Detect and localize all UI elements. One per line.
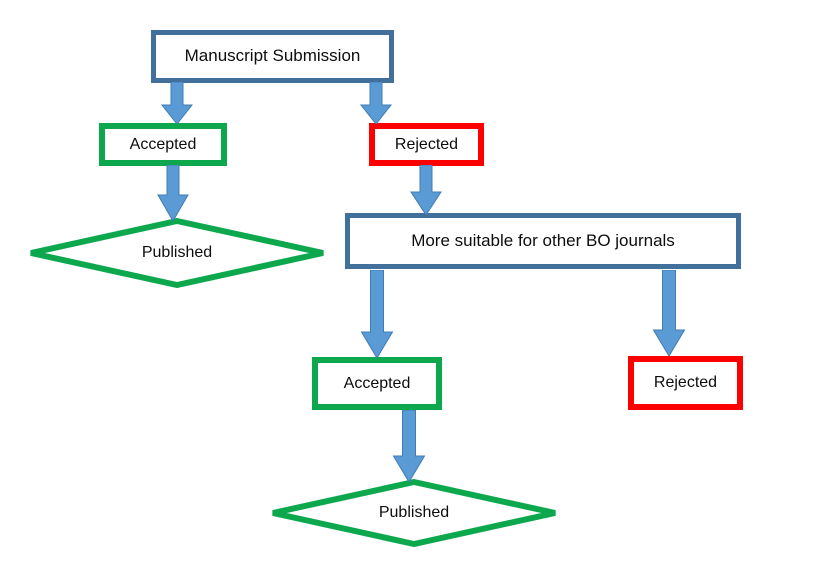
arrow-more-suitable-to-rejected-icon: [650, 270, 688, 356]
diamond-shape-published-1: [30, 218, 324, 288]
node-label-manuscript-submission: Manuscript Submission: [184, 46, 361, 66]
arrow-submission-to-accepted-icon: [159, 82, 195, 124]
arrow-rejected-to-more-suitable-icon: [408, 165, 444, 215]
node-label-published-1: Published: [141, 244, 213, 261]
arrow-more-suitable-to-accepted-icon: [358, 270, 396, 358]
node-published-1: Published: [28, 218, 326, 288]
node-label-published-2: Published: [378, 504, 450, 521]
diamond-shape-published-2: [272, 479, 556, 547]
node-label-accepted-1: Accepted: [129, 135, 197, 153]
node-label-rejected-1: Rejected: [394, 135, 459, 153]
node-accepted-1: Accepted: [99, 123, 227, 166]
node-label-more-suitable: More suitable for other BO journals: [411, 230, 675, 250]
arrow-submission-to-rejected-icon: [358, 82, 394, 124]
node-accepted-2: Accepted: [312, 357, 442, 410]
node-label-accepted-2: Accepted: [343, 374, 411, 392]
node-manuscript-submission: Manuscript Submission: [151, 30, 394, 83]
node-label-rejected-2: Rejected: [653, 374, 718, 392]
arrow-accepted-to-published-2-icon: [390, 410, 428, 482]
node-rejected-2: Rejected: [628, 356, 743, 410]
node-published-2: Published: [270, 479, 558, 547]
node-rejected-1: Rejected: [369, 123, 484, 166]
node-more-suitable: More suitable for other BO journals: [345, 213, 741, 269]
arrow-accepted-to-published-icon: [155, 165, 191, 221]
